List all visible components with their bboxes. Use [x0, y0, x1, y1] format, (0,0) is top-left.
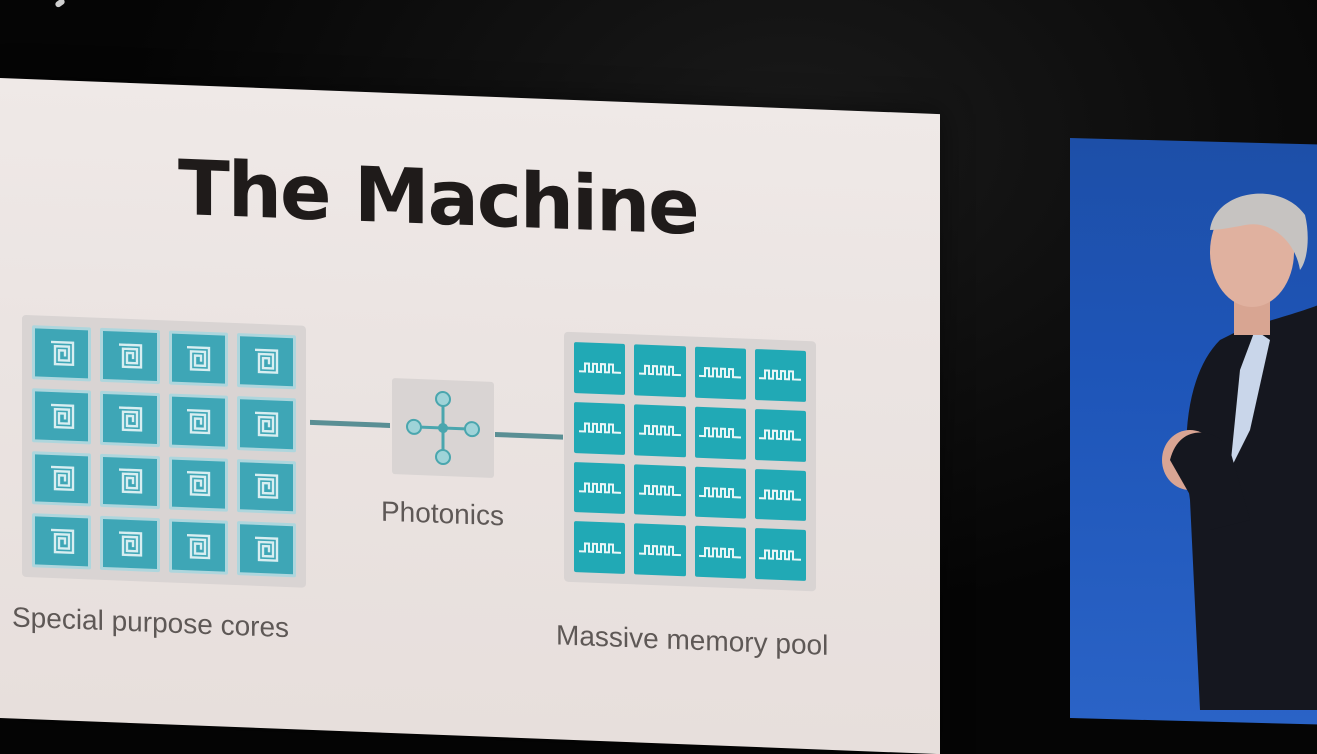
memory-tile	[574, 461, 626, 515]
square-wave-icon	[638, 544, 681, 556]
core-tile	[236, 395, 296, 452]
spiral-square-icon	[187, 345, 211, 372]
memory-tile	[574, 521, 626, 575]
spiral-square-icon	[118, 531, 143, 557]
memory-tile	[574, 401, 626, 455]
square-wave-icon	[578, 422, 621, 434]
spiral-square-icon	[50, 528, 74, 555]
memory-tile	[694, 525, 746, 579]
square-wave-icon	[699, 546, 742, 559]
photonics-box	[392, 378, 494, 478]
spiral-square-icon	[255, 348, 279, 374]
core-tile	[100, 516, 160, 573]
core-tile	[32, 325, 92, 382]
spiral-square-icon	[50, 403, 74, 429]
core-tile	[100, 453, 160, 510]
cores-panel	[22, 314, 306, 588]
memory-tile	[754, 528, 806, 581]
square-wave-icon	[638, 424, 681, 437]
square-wave-icon	[759, 489, 802, 501]
memory-grid	[574, 342, 806, 581]
memory-tile	[694, 406, 746, 460]
square-wave-icon	[699, 427, 742, 439]
memory-tile	[634, 523, 686, 577]
square-wave-icon	[638, 484, 681, 497]
spiral-square-icon	[50, 340, 74, 366]
spiral-square-icon	[50, 466, 74, 492]
core-tile	[168, 455, 228, 512]
square-wave-icon	[578, 482, 621, 494]
cores-label: Special purpose cores	[12, 601, 290, 644]
cores-grid	[32, 325, 296, 578]
square-wave-icon	[699, 367, 742, 379]
memory-tile	[754, 468, 806, 522]
spiral-square-icon	[255, 411, 279, 437]
photonics-label: Photonics	[381, 495, 504, 532]
square-wave-icon	[578, 542, 621, 554]
square-wave-icon	[699, 486, 742, 499]
core-tile	[236, 458, 296, 515]
core-tile	[32, 513, 92, 570]
spiral-square-icon	[187, 408, 211, 434]
connector-right	[495, 432, 563, 440]
core-tile	[168, 393, 228, 450]
memory-tile	[754, 408, 806, 462]
memory-tile	[754, 348, 806, 402]
spiral-square-icon	[187, 534, 211, 560]
memory-label: Massive memory pool	[556, 619, 829, 661]
core-tile	[236, 333, 296, 390]
memory-tile	[574, 342, 626, 395]
slide-title: The Machine	[178, 142, 698, 252]
square-wave-icon	[578, 362, 621, 375]
spiral-square-icon	[118, 468, 143, 495]
spiral-square-icon	[255, 536, 279, 563]
square-wave-icon	[759, 548, 802, 561]
spiral-square-icon	[187, 471, 211, 497]
square-wave-icon	[638, 365, 681, 377]
core-tile	[236, 521, 296, 578]
square-wave-icon	[759, 369, 802, 382]
memory-tile	[634, 404, 686, 457]
core-tile	[100, 390, 160, 447]
speaker-figure	[1162, 193, 1317, 710]
core-tile	[32, 387, 92, 445]
memory-tile	[634, 344, 686, 398]
memory-panel	[564, 331, 816, 592]
spiral-square-icon	[118, 343, 143, 369]
core-tile	[168, 330, 228, 387]
spiral-square-icon	[118, 405, 143, 432]
core-tile	[32, 450, 92, 507]
core-tile	[168, 518, 228, 575]
spiral-square-icon	[255, 473, 279, 500]
memory-tile	[694, 346, 746, 400]
memory-tile	[634, 463, 686, 517]
presentation-slide: The Machine Photonics Special purpose co…	[0, 78, 940, 754]
square-wave-icon	[759, 429, 802, 441]
photonics-hub-icon	[406, 391, 480, 466]
core-tile	[100, 327, 160, 384]
memory-tile	[694, 466, 746, 519]
connector-left	[310, 419, 390, 428]
